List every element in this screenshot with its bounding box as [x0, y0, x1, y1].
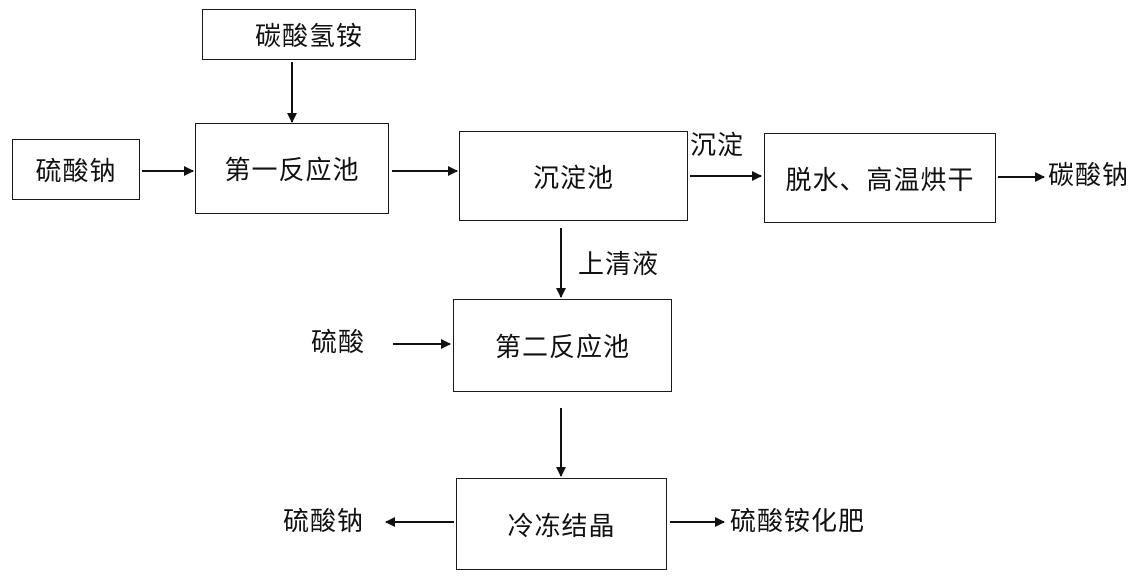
first-reactor-box: 第一反应池: [195, 123, 389, 214]
second-reactor-box: 第二反应池: [453, 299, 672, 392]
freeze-crystallization-box: 冷冻结晶: [456, 478, 667, 570]
supernatant-label: 上清液: [578, 250, 660, 280]
sulfuric-acid-label: 硫酸: [311, 328, 366, 358]
precipitate-label: 沉淀: [690, 131, 745, 161]
sodium-sulfate-input-box: 硫酸钠: [12, 139, 140, 200]
ammonium-bicarbonate-box: 碳酸氢铵: [202, 9, 416, 60]
ammonium-sulfate-fertilizer-label: 硫酸铵化肥: [730, 507, 866, 537]
sodium-carbonate-output-label: 碳酸钠: [1048, 161, 1130, 191]
dewater-dry-box: 脱水、高温烘干: [764, 133, 996, 223]
settling-tank-box: 沉淀池: [459, 131, 688, 221]
sodium-sulfate-output-label: 硫酸钠: [283, 507, 365, 537]
